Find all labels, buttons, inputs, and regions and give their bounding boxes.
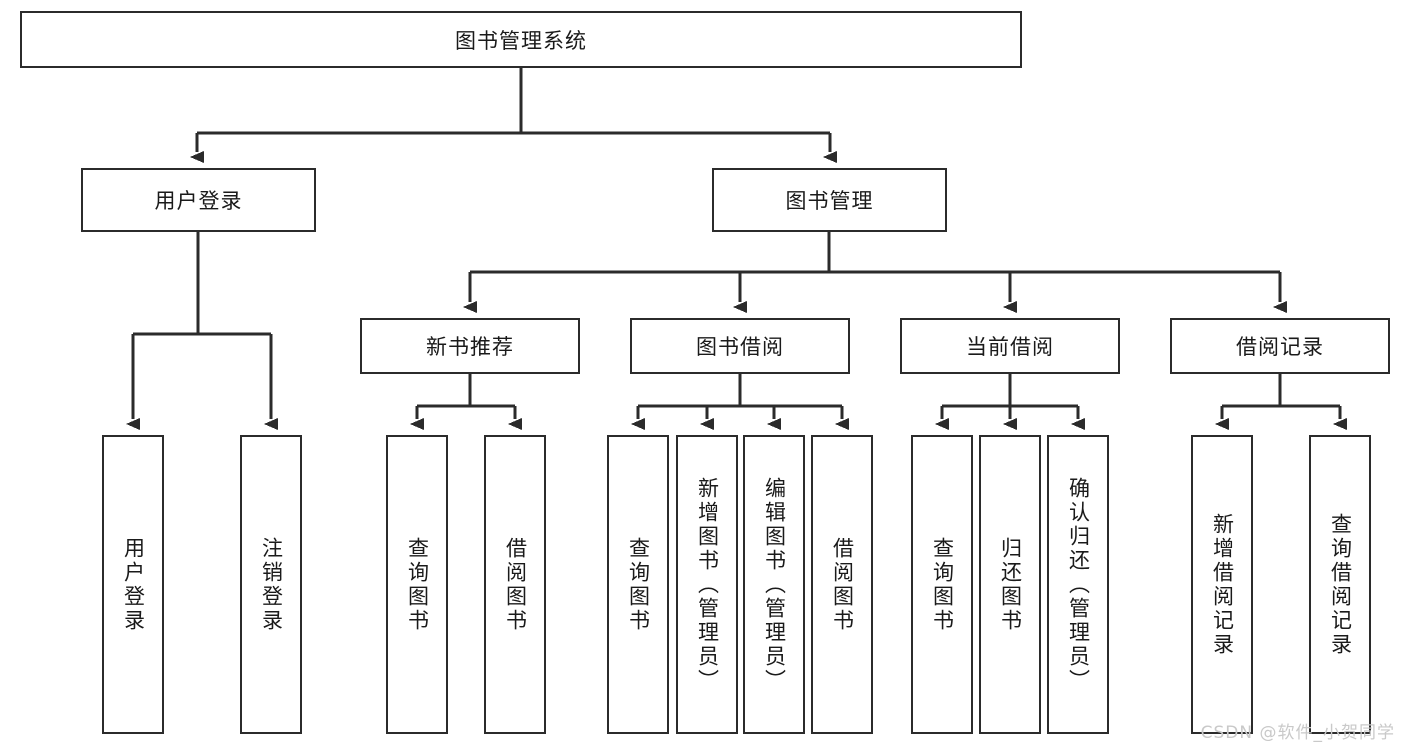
- node-label: 查询图书: [930, 536, 955, 633]
- leaf-borrow-add-book-admin[interactable]: 新增图书（管理员）: [676, 435, 738, 734]
- leaf-user-login-login[interactable]: 用户登录: [102, 435, 164, 734]
- leaf-borrow-edit-book-admin[interactable]: 编辑图书（管理员）: [743, 435, 805, 734]
- node-borrow-record[interactable]: 借阅记录: [1170, 318, 1390, 374]
- node-label: 用户登录: [154, 189, 243, 213]
- node-label: 图书管理: [785, 189, 874, 213]
- leaf-borrow-query-book[interactable]: 查询图书: [607, 435, 669, 734]
- node-label: 查询借阅记录: [1328, 512, 1353, 657]
- node-label: 新增图书（管理员）: [695, 476, 720, 693]
- node-label: 借阅记录: [1236, 335, 1324, 359]
- leaf-borrow-borrow-book[interactable]: 借阅图书: [811, 435, 873, 734]
- node-book-management[interactable]: 图书管理: [712, 168, 947, 232]
- node-label: 新书推荐: [426, 335, 514, 359]
- node-root-system[interactable]: 图书管理系统: [20, 11, 1022, 68]
- leaf-current-confirm-return-admin[interactable]: 确认归还（管理员）: [1047, 435, 1109, 734]
- node-label: 查询图书: [405, 536, 430, 633]
- node-book-borrow[interactable]: 图书借阅: [630, 318, 850, 374]
- leaf-current-return-book[interactable]: 归还图书: [979, 435, 1041, 734]
- node-user-login[interactable]: 用户登录: [81, 168, 316, 232]
- node-label: 注销登录: [259, 536, 284, 633]
- node-label: 归还图书: [998, 536, 1023, 633]
- node-label: 用户登录: [121, 536, 146, 633]
- node-label: 图书借阅: [696, 335, 784, 359]
- node-label: 借阅图书: [830, 536, 855, 633]
- node-label: 借阅图书: [503, 536, 528, 633]
- node-label: 查询图书: [626, 536, 651, 633]
- leaf-record-query-record[interactable]: 查询借阅记录: [1309, 435, 1371, 734]
- node-label: 当前借阅: [966, 335, 1054, 359]
- node-new-book-recommend[interactable]: 新书推荐: [360, 318, 580, 374]
- node-label: 新增借阅记录: [1210, 512, 1235, 657]
- node-label: 确认归还（管理员）: [1066, 476, 1091, 693]
- leaf-record-add-record[interactable]: 新增借阅记录: [1191, 435, 1253, 734]
- leaf-user-login-logout[interactable]: 注销登录: [240, 435, 302, 734]
- node-current-borrow[interactable]: 当前借阅: [900, 318, 1120, 374]
- leaf-recommend-borrow-book[interactable]: 借阅图书: [484, 435, 546, 734]
- node-label: 编辑图书（管理员）: [762, 476, 787, 693]
- leaf-recommend-query-book[interactable]: 查询图书: [386, 435, 448, 734]
- leaf-current-query-book[interactable]: 查询图书: [911, 435, 973, 734]
- node-label: 图书管理系统: [455, 28, 587, 53]
